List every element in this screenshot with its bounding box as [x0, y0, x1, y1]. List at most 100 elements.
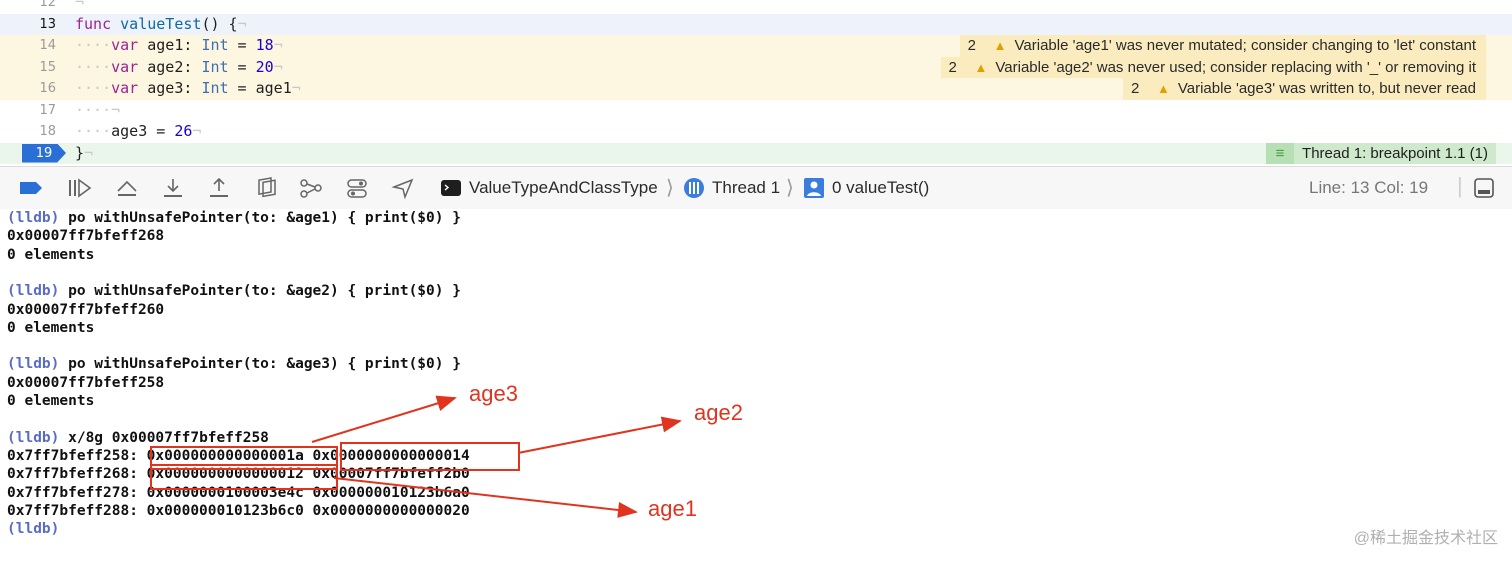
- warning-text: Variable 'age3' was written to, but neve…: [1177, 80, 1476, 97]
- thread-lines-icon: ≡: [1266, 142, 1295, 164]
- operator: =: [147, 122, 175, 140]
- terminal-app-icon: [440, 175, 462, 201]
- console-line: (lldb) po withUnsafePointer(to: &age2) {…: [7, 283, 461, 300]
- warning-icon: ▲: [993, 38, 1007, 53]
- memory-graph-icon[interactable]: [298, 175, 324, 201]
- warning-count: 2: [948, 58, 957, 76]
- keyword: var: [111, 36, 139, 54]
- breakpoint-marker[interactable]: 19: [22, 143, 66, 163]
- code-text: ····¬: [75, 100, 121, 119]
- console-line: 0x7ff7bfeff288: 0x000000010123b6c0 0x000…: [7, 502, 470, 519]
- view-hierarchy-icon[interactable]: [254, 175, 280, 201]
- breadcrumb-frame[interactable]: 0 valueTest(): [832, 178, 930, 197]
- line-number: 17: [39, 102, 56, 118]
- identifier: age1: [255, 79, 292, 97]
- step-out-icon[interactable]: [206, 175, 232, 201]
- type: Int: [201, 36, 229, 54]
- warning-text: Variable 'age1' was never mutated; consi…: [1014, 37, 1476, 54]
- code-line-16: 16 ····var age3: Int = age1¬ 2▲Variable …: [0, 78, 1512, 100]
- line-number: 15: [39, 59, 56, 75]
- watermark: @稀土掘金技术社区: [1353, 530, 1498, 547]
- identifier: age3: [111, 122, 148, 140]
- console-line: 0x00007ff7bfeff260: [7, 301, 165, 318]
- number: 26: [174, 122, 193, 140]
- breadcrumb-chevron-icon: ⟩: [786, 177, 794, 199]
- step-into-icon[interactable]: [160, 175, 186, 201]
- operator: =: [228, 36, 256, 54]
- continue-icon[interactable]: [66, 175, 92, 201]
- identifier: age2: [147, 57, 184, 76]
- console-line: (lldb) po withUnsafePointer(to: &age1) {…: [7, 210, 461, 226]
- line-number: 12: [39, 0, 56, 10]
- age3-arrow: [311, 395, 457, 443]
- code-line-18: 18 ····age3 = 26¬: [0, 121, 1512, 143]
- code-text: ¬: [75, 0, 85, 11]
- line-number: 14: [39, 38, 56, 53]
- stack-frame-icon: [803, 175, 825, 201]
- toggle-console-icon[interactable]: [1472, 175, 1496, 201]
- console-line: 0 elements: [7, 319, 95, 336]
- step-over-icon[interactable]: [114, 175, 140, 201]
- age1-annotation-label: age1: [648, 496, 697, 521]
- console-line: (lldb) x/8g 0x00007ff7bfeff258: [7, 429, 269, 446]
- cursor-position: Line: 13 Col: 19: [1309, 178, 1429, 197]
- code-line-14: 14 ····var age1: Int = 18¬ 2▲Variable 'a…: [0, 35, 1512, 57]
- code-editor[interactable]: 12 ¬ 13 func valueTest() {¬ 14 ····var a…: [0, 0, 1512, 166]
- warning-annotation[interactable]: 2 ▲ Variable 'age1' was never mutated; con…: [959, 35, 1486, 57]
- identifier: age1: [147, 36, 184, 54]
- code-text: }: [75, 143, 85, 162]
- breakpoint-annotation[interactable]: ≡ Thread 1: breakpoint 1.1 (1): [1266, 142, 1496, 164]
- console-line: 0 elements: [7, 246, 95, 263]
- warning-icon: ▲: [1157, 81, 1170, 96]
- breakpoints-toggle-icon[interactable]: [18, 175, 44, 201]
- code-line-12: 12 ¬: [0, 0, 1512, 14]
- code-line-15: 15 ····var age2: Int = 20¬ 2▲Variable 'a…: [0, 56, 1512, 78]
- simulate-location-icon[interactable]: [390, 175, 416, 201]
- code-line-17: 17 ····¬: [0, 100, 1512, 122]
- age2-arrow: [517, 416, 682, 454]
- breadcrumb-thread[interactable]: Thread 1: [712, 178, 781, 197]
- warning-count: 2: [1131, 80, 1140, 97]
- age2-annotation-label: age2: [694, 400, 743, 425]
- console-line: 0x00007ff7bfeff258: [7, 374, 165, 391]
- keyword: func: [75, 14, 112, 33]
- warning-annotation[interactable]: 2 ▲ Variable 'age2' was never used; consid…: [940, 56, 1486, 78]
- type: Int: [201, 57, 229, 76]
- number: 18: [255, 36, 274, 54]
- identifier: age3: [147, 79, 184, 97]
- warning-annotation[interactable]: 2 ▲ Variable 'age3' was written to, but ne…: [1123, 78, 1486, 100]
- line-number: 13: [39, 16, 56, 32]
- age1-arrow: [333, 477, 638, 518]
- warning-text: Variable 'age2' was never used; consider…: [995, 58, 1476, 76]
- code-line-13: 13 func valueTest() {¬: [0, 13, 1512, 35]
- keyword: var: [111, 79, 139, 97]
- toolbar-divider: |: [1457, 173, 1463, 198]
- code-text: () {: [201, 14, 238, 33]
- console-line: 0x7ff7bfeff258: 0x000000000000001a 0x000…: [7, 447, 470, 464]
- age3-value-highlight: [150, 446, 338, 470]
- console-line: 0x00007ff7bfeff268: [7, 228, 165, 245]
- breakpoint-text: Thread 1: breakpoint 1.1 (1): [1302, 144, 1488, 162]
- age3-annotation-label: age3: [469, 381, 518, 406]
- line-number: 18: [39, 124, 56, 139]
- console-line: 0 elements: [7, 393, 95, 409]
- line-number: 16: [39, 81, 56, 96]
- breadcrumb-target[interactable]: ValueTypeAndClassType: [469, 178, 658, 197]
- function-name: valueTest: [120, 14, 202, 33]
- age1-value-highlight: [150, 464, 338, 490]
- number: 20: [255, 57, 274, 76]
- console-line: (lldb): [7, 521, 60, 538]
- warning-icon: ▲: [974, 59, 988, 75]
- keyword: var: [111, 57, 139, 76]
- breadcrumb-chevron-icon: ⟩: [666, 177, 674, 199]
- age2-value-highlight: [340, 442, 520, 471]
- operator: =: [228, 57, 256, 76]
- code-line-19: 19 }¬ ≡Thread 1: breakpoint 1.1 (1): [0, 142, 1512, 164]
- operator: =: [228, 79, 256, 97]
- environment-overrides-icon[interactable]: [344, 175, 370, 201]
- console-line: (lldb) po withUnsafePointer(to: &age3) {…: [7, 356, 461, 373]
- warning-count: 2: [967, 37, 976, 54]
- debug-console[interactable]: (lldb) po withUnsafePointer(to: &age1) {…: [0, 209, 1512, 562]
- type: Int: [201, 79, 229, 97]
